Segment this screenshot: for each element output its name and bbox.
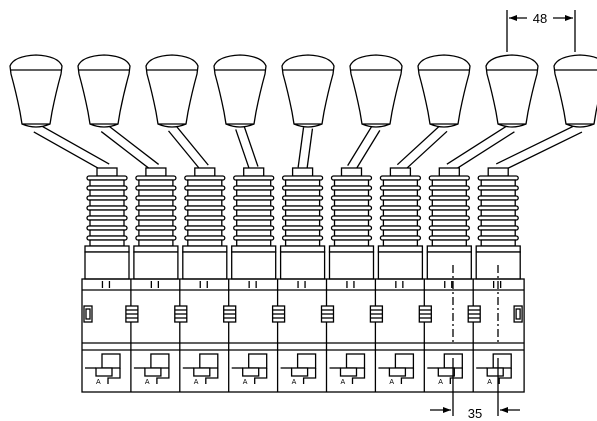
- valve-section-8: A: [418, 279, 463, 392]
- valve-port-label: A: [438, 379, 443, 386]
- lever-knob: [417, 54, 471, 128]
- lever-4: [213, 54, 277, 280]
- dimension-35: 35: [430, 358, 520, 421]
- lever-knob: [349, 54, 403, 128]
- valve-port-label: A: [243, 379, 248, 386]
- lever-8: [426, 54, 539, 280]
- valve-port-label: A: [194, 379, 199, 386]
- dimension-48-label: 48: [533, 11, 547, 26]
- lever-stick: [297, 127, 314, 169]
- lever-bellows: [133, 167, 179, 280]
- valve-section-3: A: [174, 279, 219, 392]
- lever-knob: [145, 54, 199, 128]
- lever-bellows: [279, 167, 326, 280]
- valve-port-label: A: [96, 379, 101, 386]
- lever-bellows: [328, 167, 375, 280]
- lever-9: [475, 54, 597, 280]
- lever-stick: [446, 123, 515, 173]
- lever-stick: [235, 126, 259, 170]
- end-cap-right: [513, 305, 523, 323]
- lever-stick: [396, 124, 448, 172]
- lever-knob: [281, 54, 335, 128]
- valve-port-label: A: [145, 379, 150, 386]
- dimension-35-label: 35: [468, 406, 482, 421]
- valve-section-1: A: [85, 281, 121, 386]
- lever-6: [328, 54, 403, 280]
- end-cap-left: [83, 305, 93, 323]
- valve-section-7: A: [369, 279, 415, 392]
- lever-knob: [553, 54, 597, 128]
- lever-knob: [77, 54, 131, 128]
- valve-section-5: A: [271, 279, 317, 392]
- lever-1: [9, 54, 130, 280]
- lever-stick: [495, 123, 583, 173]
- lever-bellows: [377, 167, 424, 280]
- valve-section-2: A: [125, 279, 170, 392]
- dimension-48: 48: [506, 10, 576, 52]
- lever-stick: [33, 123, 110, 173]
- lever-bellows: [182, 167, 228, 280]
- valve-port-label: A: [389, 379, 394, 386]
- lever-knob: [9, 54, 63, 128]
- lever-stick: [100, 123, 160, 173]
- valve-section-4: A: [223, 279, 268, 392]
- lever-knob: [213, 54, 267, 128]
- lever-2: [77, 54, 179, 280]
- valve-port-label: A: [487, 379, 492, 386]
- lever-group: [9, 54, 597, 280]
- valve-port-label: A: [292, 379, 297, 386]
- valve-port-label: A: [341, 379, 346, 386]
- lever-knob: [485, 54, 539, 128]
- lever-bellows: [231, 167, 277, 280]
- valve-section-9: A: [467, 279, 512, 392]
- lever-bellows: [426, 167, 472, 280]
- lever-5: [279, 54, 335, 280]
- lever-stick: [347, 125, 381, 171]
- centerlines: [452, 265, 499, 345]
- valve-section-6: A: [320, 279, 366, 392]
- lever-bellows: [84, 167, 130, 280]
- lever-bellows: [475, 167, 521, 280]
- lever-stick: [168, 124, 209, 172]
